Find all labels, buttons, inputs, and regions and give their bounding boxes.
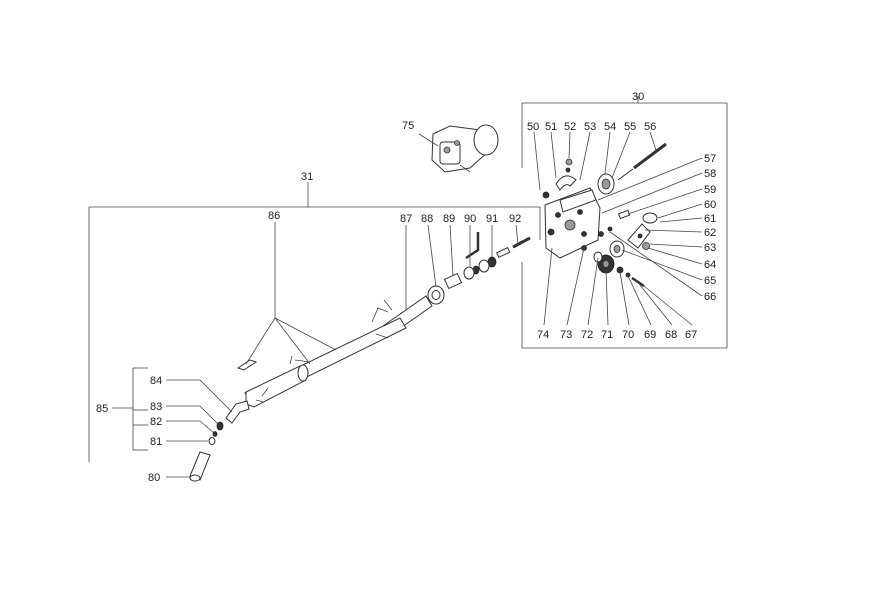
label-part-83: 83: [150, 401, 162, 413]
part-labels: 50 51 52 53 54 55 56 57 58 59 60 61 62 6…: [148, 120, 716, 484]
label-part-89: 89: [443, 213, 455, 225]
label-group-86: 86: [268, 210, 280, 222]
label-part-80: 80: [148, 472, 160, 484]
label-part-75: 75: [402, 120, 414, 132]
knob-part: [597, 173, 615, 195]
label-part-51: 51: [545, 121, 557, 133]
label-part-64: 64: [704, 259, 716, 271]
label-part-67: 67: [685, 329, 697, 341]
assembly-31-frame: [88, 182, 541, 462]
label-part-57: 57: [704, 153, 716, 165]
gearbox-housing-part: [544, 187, 601, 259]
label-part-63: 63: [704, 242, 716, 254]
angled-tube-part: [225, 400, 250, 424]
label-part-82: 82: [150, 416, 162, 428]
label-assembly-31: 31: [301, 171, 313, 183]
label-part-84: 84: [150, 375, 162, 387]
label-part-59: 59: [704, 184, 716, 196]
label-part-65: 65: [704, 275, 716, 287]
small-parts-left: [208, 421, 224, 445]
label-part-62: 62: [704, 227, 716, 239]
label-part-53: 53: [584, 121, 596, 133]
label-part-56: 56: [644, 121, 656, 133]
label-part-91: 91: [486, 213, 498, 225]
cam-part: [542, 158, 577, 199]
wedge-part: [236, 359, 258, 371]
label-part-71: 71: [601, 329, 613, 341]
label-part-73: 73: [560, 329, 572, 341]
label-part-92: 92: [509, 213, 521, 225]
label-part-90: 90: [464, 213, 476, 225]
label-part-70: 70: [622, 329, 634, 341]
label-part-69: 69: [644, 329, 656, 341]
label-part-60: 60: [704, 199, 716, 211]
assembly-30-frame: [521, 96, 728, 349]
leader-lines: [166, 131, 703, 478]
label-part-72: 72: [581, 329, 593, 341]
label-part-54: 54: [604, 121, 616, 133]
motor-part: [418, 124, 499, 173]
label-part-68: 68: [665, 329, 677, 341]
label-part-58: 58: [704, 168, 716, 180]
end-tube-part: [189, 451, 211, 482]
label-part-87: 87: [400, 213, 412, 225]
label-part-50: 50: [527, 121, 539, 133]
label-group-85: 85: [96, 403, 108, 415]
label-part-52: 52: [564, 121, 576, 133]
label-part-61: 61: [704, 213, 716, 225]
boom-tube-part: [244, 299, 407, 408]
shaft-part: [617, 142, 667, 181]
label-part-88: 88: [421, 213, 433, 225]
label-part-81: 81: [150, 436, 162, 448]
label-assembly-30: 30: [632, 91, 644, 103]
group-labels: 30 31 85 86: [96, 91, 644, 415]
label-part-66: 66: [704, 291, 716, 303]
group-85-bracket: [112, 367, 148, 451]
drive-coupling-parts: [381, 232, 531, 338]
label-part-74: 74: [537, 329, 549, 341]
label-part-55: 55: [624, 121, 636, 133]
small-parts-right: [598, 209, 658, 258]
